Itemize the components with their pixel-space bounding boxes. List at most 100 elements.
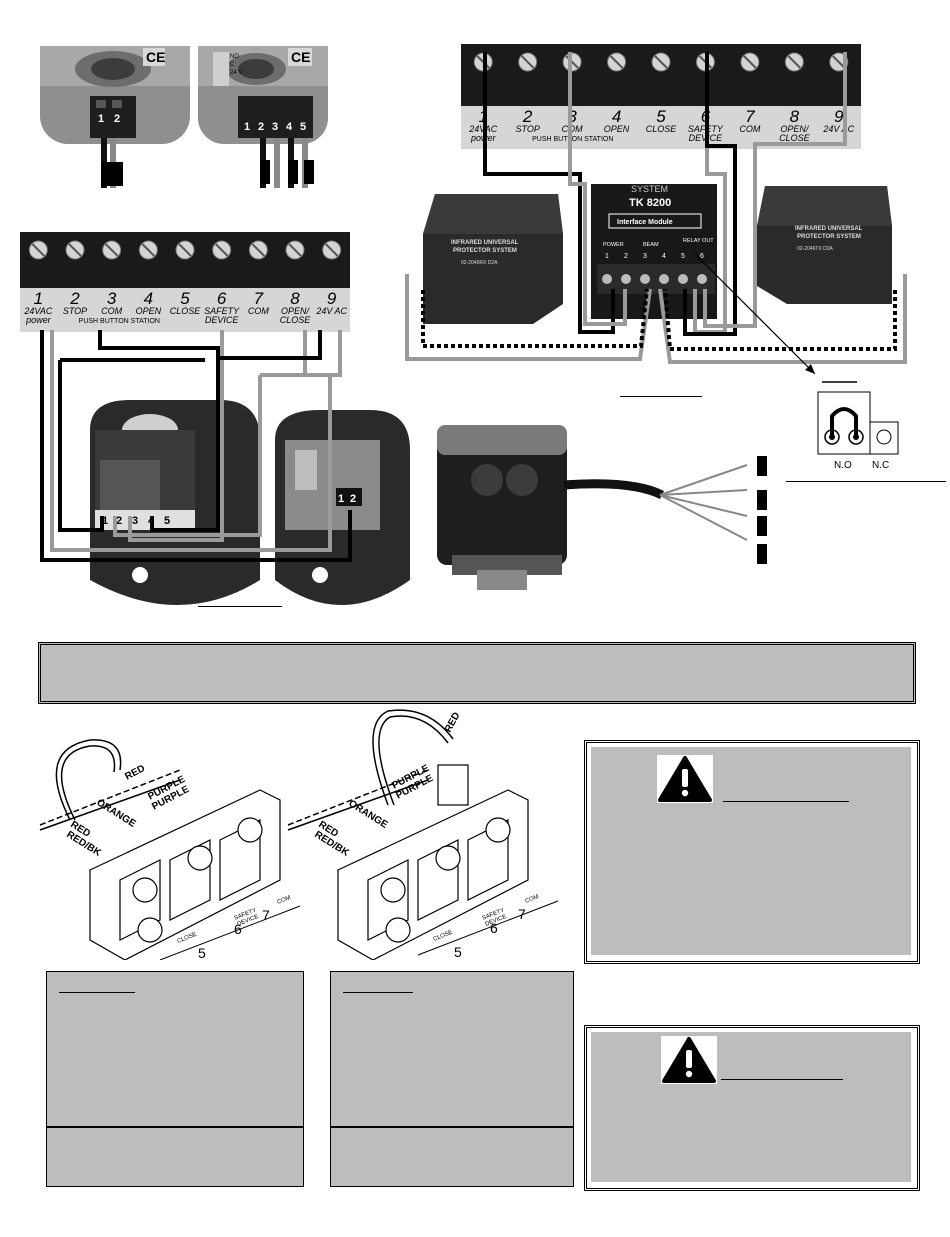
rx-label-1: INFRARED UNIVERSAL	[451, 240, 519, 246]
strip-left-terminal-label: CLOSE	[169, 306, 201, 316]
tx-label-1: INFRARED UNIVERSAL	[795, 226, 863, 232]
photo-eye-wiring-diagram: INFRARED UNIVERSAL PROTECTOR SYSTEM 02-2…	[405, 52, 907, 374]
strip-left-terminal-label: STOP	[62, 306, 88, 316]
warning-1-title-underline	[723, 801, 849, 802]
sensor-right-t1: 1	[338, 493, 344, 505]
info-box-left-footer	[46, 1127, 304, 1187]
strip-left-terminal-label: DEVICE	[204, 315, 239, 325]
wire-right-num-6: 6	[490, 920, 498, 936]
strip-top-terminal-label: OPEN	[603, 124, 630, 134]
wire-right-num-7: 7	[518, 906, 526, 922]
wire-left-num-6: 6	[234, 921, 242, 937]
strip-left-terminal-label: OPEN/	[280, 306, 309, 316]
warning-icon	[657, 755, 713, 803]
underline-1	[620, 396, 702, 397]
wire-right-label-close: CLOSE	[433, 930, 454, 943]
small-sensor-right-label-no: NO	[230, 54, 239, 60]
interface-t3: 3	[643, 253, 647, 260]
warning-icon	[661, 1036, 717, 1084]
strip-top-terminal-label: STOP	[515, 124, 540, 134]
strip-top-terminal-label: 24V AC	[823, 124, 855, 134]
interface-t1: 1	[605, 253, 609, 260]
strip-left-terminal-number: 7	[253, 289, 264, 308]
small-sensor-right-t2: 2	[258, 121, 264, 133]
info-box-left	[46, 971, 304, 1127]
strip-top-terminal-label: COM	[739, 124, 761, 134]
small-sensor-right-label-24v: 24 V	[230, 70, 242, 76]
small-sensor-right-t4: 4	[286, 121, 293, 133]
strip-top-terminal-number: 4	[611, 107, 622, 126]
wire-right-red: RED	[443, 711, 463, 735]
tx-label-3: 02-2046TX D2A	[797, 246, 834, 252]
svg-text:CE: CE	[291, 49, 310, 65]
info-box-right	[330, 971, 574, 1127]
strip-left-terminal-label: 24V AC	[316, 306, 347, 316]
strip-left-terminal-number: 3	[106, 289, 117, 308]
interface-group-beam: BEAM	[643, 242, 659, 248]
strip-left-terminal-label: COM	[101, 306, 123, 316]
small-sensor-right-t3: 3	[272, 121, 278, 133]
relay-contacts-diagram: N.O N.C	[817, 381, 899, 471]
info-box-left-underline	[59, 992, 135, 993]
strip-top-terminal-number: 2	[522, 107, 533, 126]
strip-left-terminal-label: CLOSE	[279, 315, 311, 325]
strip-top-terminal-label: COM	[561, 124, 583, 134]
relay-no-label: N.O	[834, 460, 852, 471]
interface-t6: 6	[700, 253, 704, 260]
sensor-left-t5: 5	[164, 515, 170, 527]
info-banner	[38, 642, 916, 704]
tx-label-2: PROTECTOR SYSTEM	[797, 234, 861, 240]
strip-left-terminal-number: 6	[216, 289, 227, 308]
photo-eye-cable-photo	[437, 425, 767, 590]
rx-label-2: PROTECTOR SYSTEM	[453, 248, 517, 254]
small-sensors-photo: CE 1 2 NO C 24 V CE 1 2 3 4 5	[40, 46, 328, 188]
sensor-left-t2: 2	[116, 515, 122, 527]
interface-group-relay: RELAY OUT	[683, 238, 714, 244]
warning-box-2	[584, 1025, 920, 1191]
strip-top-terminal-label: OPEN/	[780, 124, 809, 134]
interface-name: Interface Module	[617, 219, 673, 226]
sensor-left-t1: 1	[102, 515, 108, 527]
strip-left-terminal-number: 2	[70, 289, 80, 308]
wire-right-label-com: COM	[525, 894, 540, 905]
underline-3	[786, 481, 946, 482]
strip-top-terminal-number: 7	[745, 107, 755, 126]
underline-2	[198, 606, 282, 607]
wire-diagram-right: RED PURPLE PURPLE ORANGE RED RED/BK CLOS…	[287, 709, 559, 960]
warning-box-1	[584, 740, 920, 964]
info-box-right-footer	[330, 1127, 574, 1187]
wire-left-label-com: COM	[277, 895, 292, 906]
sensor-left-t3: 3	[132, 515, 138, 527]
small-sensor-right-t5: 5	[300, 121, 306, 133]
interface-t4: 4	[662, 253, 666, 260]
small-sensor-right-label-c: C	[230, 62, 235, 68]
svg-text:CE: CE	[146, 49, 165, 65]
strip-left-terminal-number: 8	[290, 289, 300, 308]
rx-label-3: 02-2046RX D2A	[461, 260, 498, 266]
wire-left-num-7: 7	[262, 907, 270, 923]
strip-top-terminal-label: CLOSE	[779, 133, 810, 143]
strip-left-terminal-label: 24VAC	[24, 306, 53, 316]
interface-t2: 2	[624, 253, 628, 260]
warning-2-title-underline	[721, 1079, 843, 1080]
strip-left-terminal-number: 4	[143, 289, 154, 308]
strip-left-terminal-label: SAFETY	[204, 306, 240, 316]
wire-left-red: RED	[123, 763, 147, 783]
interface-system: SYSTEM	[631, 184, 668, 194]
interface-model: TK 8200	[629, 197, 671, 209]
strip-left-terminal-label: COM	[247, 306, 269, 316]
strip-top-push-button-station: PUSH BUTTON STATION	[532, 136, 614, 143]
